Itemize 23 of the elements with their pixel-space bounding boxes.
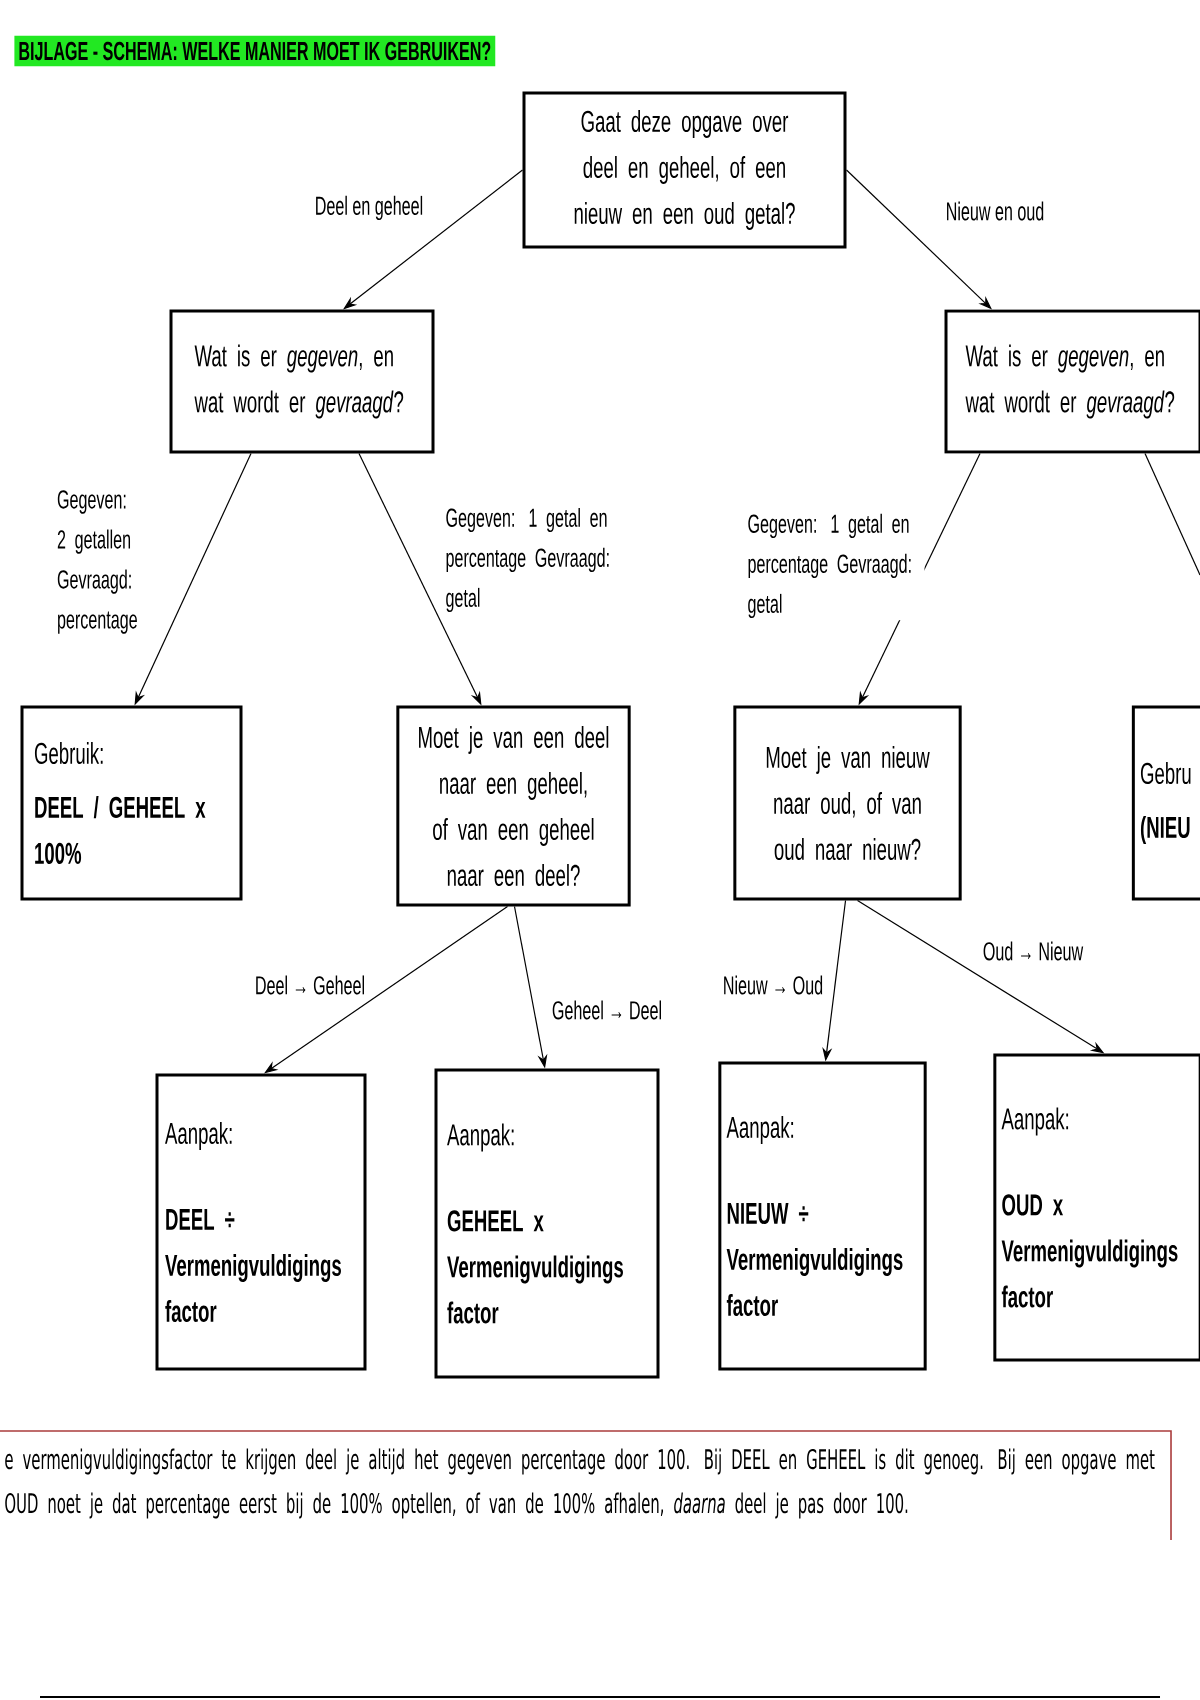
- note-box: e vermenigvuldigingsfactor te krijgen deel je altijd het gegeven percentage door 100. Bij DEEL en GEHEEL is dit genoeg. Bij een opgave met OUD noet je dat percentage eerst bij de 100% optellen, of van de 100% afhalen, daarna deel je pas door 100.: [0, 1430, 1172, 1541]
- edge-label: Nieuw → Oud: [720, 973, 826, 997]
- edge-label: Oud → Nieuw: [980, 939, 1086, 963]
- edge-label: Geheel → Deel: [549, 998, 665, 1022]
- edge-label: Gegeven: 1 getal en percentage Gevraagd: getal: [443, 505, 623, 615]
- process-box: Aanpak: DEEL ÷ Vermenigvuldigings factor: [155, 1073, 367, 1371]
- edge-label: Deel → Geheel: [252, 973, 368, 997]
- process-box: Aanpak: OUD x Vermenigvuldigings factor: [993, 1053, 1200, 1362]
- process-box: Moet je van een deel naar een geheel, of van een geheel naar een deel?: [396, 705, 631, 907]
- process-box: Aanpak: NIEUW ÷ Vermenigvuldigings factor: [718, 1061, 927, 1371]
- edge-label: Gegeven: 1 getal en percentage Gevraagd: getal: [745, 511, 925, 621]
- process-box: Wat is er gegeven, en wat wordt er gevraagd?: [944, 309, 1200, 454]
- process-box: Gaat deze opgave over deel en geheel, of een nieuw en een oud getal?: [522, 91, 847, 249]
- process-box: Gebru (NIEU: [1131, 705, 1200, 901]
- edge-label: Nieuw en oud: [943, 199, 1047, 223]
- process-box: Aanpak: GEHEEL x Vermenigvuldigings factor: [434, 1068, 660, 1379]
- process-box: Wat is er gegeven, en wat wordt er gevraagd?: [169, 309, 435, 454]
- process-box: Moet je van nieuw naar oud, of van oud naar nieuw?: [733, 705, 962, 901]
- process-box: Gebruik: DEEL / GEHEEL x 100%: [20, 705, 243, 901]
- edge-label: Deel en geheel: [312, 193, 426, 223]
- edge-label: Gegeven: 2 getallen Gevraagd: percentage: [55, 488, 159, 636]
- title-banner: BIJLAGE - SCHEMA: WELKE MANIER MOET IK GEBRUIKEN?: [14, 35, 496, 67]
- arrow: [264, 905, 509, 1074]
